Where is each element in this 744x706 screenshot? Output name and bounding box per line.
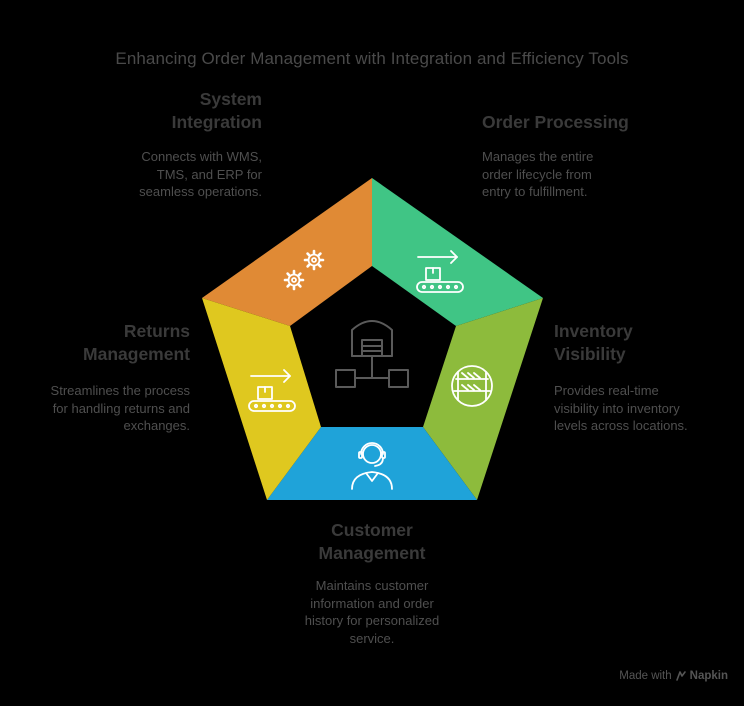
segment-order-processing (372, 178, 543, 326)
system-integration-heading: System Integration (171, 89, 262, 132)
diagram-title: Enhancing Order Management with Integrat… (115, 49, 629, 68)
order-processing-heading: Order Processing (482, 112, 629, 132)
gears-icon (283, 249, 325, 291)
returns-management-heading: Returns Management (83, 321, 190, 364)
footer-brand: Napkin (689, 670, 728, 682)
napkin-logo-icon (675, 671, 686, 681)
warehouse-network-icon (335, 320, 409, 388)
customer-management-heading: Customer Management (318, 520, 426, 563)
warehouse-shelves-icon (451, 365, 493, 407)
segment-system-integration (202, 178, 372, 326)
conveyor-arrow-icon (248, 369, 296, 412)
inventory-visibility-description: Provides real-time visibility into inven… (554, 383, 688, 433)
napkin-attribution[interactable]: Made with Napkin (619, 670, 728, 682)
segment-inventory-visibility (423, 298, 543, 500)
order-processing-description: Manages the entire order lifecycle from … (482, 149, 594, 199)
footer-prefix: Made with (619, 670, 672, 682)
conveyor-arrow-icon (416, 250, 464, 293)
returns-management-description: Streamlines the process for handling ret… (50, 383, 190, 433)
inventory-visibility-heading: Inventory Visibility (554, 321, 633, 364)
customer-management-description: Maintains customer information and order… (304, 578, 440, 646)
headset-agent-icon (351, 442, 393, 490)
system-integration-description: Connects with WMS, TMS, and ERP for seam… (139, 149, 262, 199)
